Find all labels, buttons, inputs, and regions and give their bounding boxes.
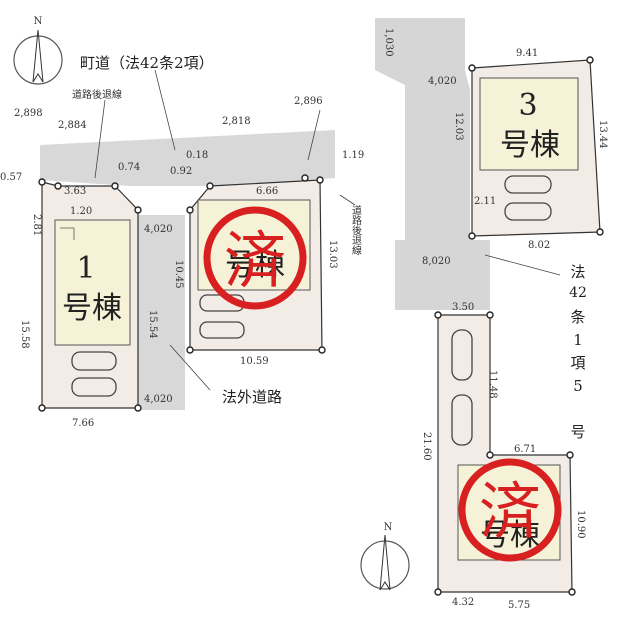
svg-text:4,020: 4,020: [144, 224, 173, 235]
svg-text:5.75: 5.75: [508, 600, 530, 611]
svg-text:2,898: 2,898: [14, 108, 43, 119]
outside-road-label: 法外道路: [222, 388, 282, 406]
svg-text:12.03: 12.03: [453, 112, 464, 141]
svg-text:10.90: 10.90: [575, 510, 586, 539]
svg-text:8,020: 8,020: [422, 256, 451, 267]
svg-text:0.57: 0.57: [0, 172, 22, 183]
svg-text:10.45: 10.45: [173, 260, 184, 289]
svg-text:0.74: 0.74: [118, 162, 140, 173]
lot-2: 号棟 済: [189, 179, 323, 351]
svg-text:15.54: 15.54: [147, 310, 158, 339]
dimension-labels: 2,898 2,884 0.57 3.63 0.74 1.20 2.81 15.…: [0, 28, 608, 611]
svg-text:条: 条: [570, 308, 585, 326]
outside-road: [135, 215, 185, 410]
lot-3: 3 号棟: [471, 59, 601, 237]
svg-text:42: 42: [569, 285, 587, 301]
svg-text:13.44: 13.44: [597, 120, 608, 149]
lot-1: 1 号棟: [41, 181, 139, 409]
house-1: [54, 219, 131, 346]
house-1-notch: [60, 227, 75, 240]
svg-text:N: N: [34, 16, 43, 27]
svg-text:8.02: 8.02: [528, 240, 550, 251]
svg-text:1.20: 1.20: [70, 206, 92, 217]
svg-text:法: 法: [570, 263, 585, 281]
house-1-label: 号棟: [62, 291, 122, 326]
parking-1: [71, 351, 117, 397]
setback-label-1: 道路後退線: [72, 88, 122, 101]
house-1-number: 1: [76, 251, 95, 286]
svg-text:4.32: 4.32: [452, 597, 474, 608]
svg-text:2,818: 2,818: [222, 116, 251, 127]
svg-text:1.19: 1.19: [342, 150, 364, 161]
svg-text:13.03: 13.03: [327, 240, 338, 269]
svg-text:2.81: 2.81: [31, 214, 42, 236]
parking-3: [504, 175, 552, 221]
svg-text:6.71: 6.71: [514, 444, 536, 455]
house-2-label: 号棟: [225, 248, 285, 283]
house-3: [479, 77, 579, 171]
svg-text:0.18: 0.18: [186, 150, 208, 161]
svg-text:済: 済: [479, 475, 541, 548]
svg-text:1: 1: [573, 331, 583, 349]
town-road: [40, 130, 335, 186]
parking-4: [451, 329, 473, 446]
svg-text:3.63: 3.63: [64, 186, 86, 197]
svg-text:2.11: 2.11: [474, 196, 496, 207]
house-4-label: 号棟: [480, 518, 540, 553]
svg-text:済: 済: [224, 224, 286, 297]
svg-text:21.60: 21.60: [421, 432, 432, 461]
house-3-label: 号棟: [500, 128, 560, 163]
svg-text:N: N: [384, 522, 393, 533]
svg-text:2,896: 2,896: [294, 96, 323, 107]
svg-text:項: 項: [570, 354, 585, 372]
sold-stamp-2: 済: [203, 206, 307, 310]
setback-label-2: 道路後退線: [350, 204, 362, 255]
svg-text:号: 号: [570, 423, 585, 441]
house-3-number: 3: [518, 88, 537, 123]
svg-text:2,884: 2,884: [58, 120, 87, 131]
svg-text:7.66: 7.66: [72, 418, 94, 429]
right-private-road: [375, 18, 490, 310]
art42-label: 法 42 条 1 項 5 号: [569, 263, 587, 441]
svg-text:10.59: 10.59: [240, 356, 269, 367]
sold-stamp-4: 済: [458, 458, 562, 562]
svg-text:11.48: 11.48: [487, 370, 498, 399]
lot-4: 号棟 済: [437, 314, 573, 593]
svg-text:5: 5: [573, 377, 583, 395]
svg-text:4,020: 4,020: [144, 394, 173, 405]
svg-text:3.50: 3.50: [452, 302, 474, 313]
leader-lines: [94, 69, 561, 391]
svg-text:6.66: 6.66: [256, 186, 278, 197]
house-2: [197, 199, 311, 291]
svg-text:15.58: 15.58: [19, 320, 30, 349]
svg-text:0.92: 0.92: [170, 166, 192, 177]
svg-text:9.41: 9.41: [516, 48, 538, 59]
road-areas: [40, 18, 490, 410]
north-arrow-2: N: [360, 522, 410, 591]
town-road-label: 町道（法42条2項）: [80, 54, 214, 72]
svg-text:1,030: 1,030: [383, 28, 394, 57]
svg-text:4,020: 4,020: [428, 76, 457, 87]
north-arrow-1: N: [13, 16, 63, 85]
boundary-points: [38, 56, 604, 596]
